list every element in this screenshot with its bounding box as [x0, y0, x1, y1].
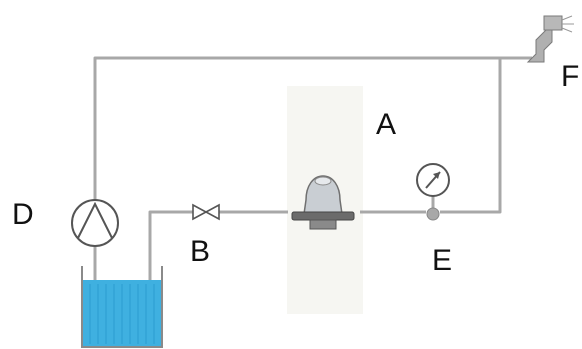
pipe-return-line — [440, 58, 502, 214]
pipe-pump-to-nozzle — [93, 56, 532, 200]
water-reservoir — [81, 266, 163, 348]
label-pump-d: D — [12, 198, 34, 231]
label-gauge-e: E — [432, 244, 453, 277]
reservoir-walls — [81, 266, 163, 348]
label-valve-b: B — [190, 235, 211, 268]
filter-housing-icon — [291, 175, 355, 230]
pump-icon — [71, 199, 119, 247]
pressure-gauge-icon — [416, 163, 450, 221]
spray-nozzle-icon — [526, 15, 574, 63]
label-filter-unit-a: A — [376, 108, 397, 141]
valve-icon — [192, 203, 220, 221]
reservoir-water-streaks — [89, 284, 155, 344]
label-nozzle-f: F — [561, 60, 580, 93]
